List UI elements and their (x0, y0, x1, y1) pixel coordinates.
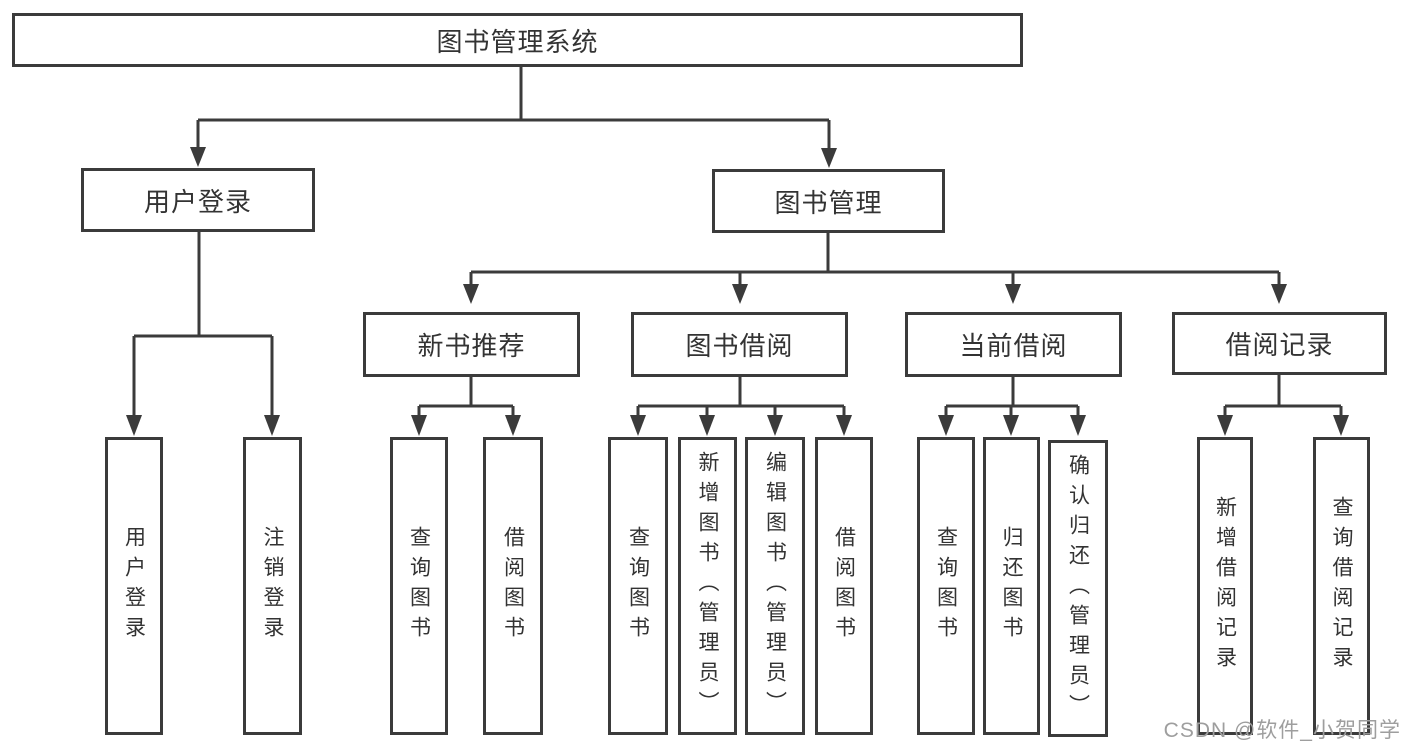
leaf-logout: 注销登录 (243, 437, 302, 735)
node-new-book-recommendation: 新书推荐 (363, 312, 580, 377)
watermark: CSDN @软件_小贺同学 (1163, 719, 1401, 742)
node-book-borrowing: 图书借阅 (631, 312, 848, 377)
node-current-borrowing: 当前借阅 (905, 312, 1122, 377)
node-library-management-system: 图书管理系统 (12, 13, 1023, 67)
leaf-label: 查询图书 (407, 526, 431, 646)
leaf-label: 新增图书（管理员） (696, 451, 719, 721)
leaf-borrow-books: 借阅图书 (815, 437, 873, 735)
node-label: 图书管理 (774, 187, 883, 218)
connector-paths (132, 67, 1343, 420)
leaf-label: 新增借阅记录 (1213, 496, 1237, 676)
leaf-borrowing-query-books: 查询图书 (608, 437, 668, 735)
leaf-label: 归还图书 (1000, 526, 1023, 646)
leaf-label: 查询借阅记录 (1330, 496, 1353, 676)
node-label: 图书借阅 (685, 331, 794, 361)
leaf-edit-book-admin: 编辑图书（管理员） (745, 437, 805, 735)
arrowheads (126, 147, 1349, 436)
leaf-add-book-admin: 新增图书（管理员） (678, 437, 737, 735)
leaf-label: 用户登录 (122, 526, 146, 646)
leaf-user-login: 用户登录 (105, 437, 163, 735)
leaf-query-borrow-records: 查询借阅记录 (1313, 437, 1370, 735)
leaf-return-books: 归还图书 (983, 437, 1040, 735)
leaf-current-query-books: 查询图书 (917, 437, 975, 735)
leaf-label: 查询图书 (934, 526, 958, 646)
leaf-label: 查询图书 (626, 526, 650, 646)
node-label: 借阅记录 (1225, 330, 1334, 360)
leaf-recommend-borrow-books: 借阅图书 (483, 437, 543, 735)
node-borrowing-records: 借阅记录 (1172, 312, 1387, 375)
node-label: 新书推荐 (417, 331, 526, 361)
node-label: 当前借阅 (959, 331, 1068, 361)
node-user-login: 用户登录 (81, 168, 315, 232)
leaf-label: 编辑图书（管理员） (763, 451, 787, 721)
leaf-add-borrow-record: 新增借阅记录 (1197, 437, 1253, 735)
leaf-confirm-return-admin: 确认归还（管理员） (1048, 440, 1108, 737)
leaf-label: 确认归还（管理员） (1066, 453, 1090, 724)
leaf-recommend-query-books: 查询图书 (390, 437, 448, 735)
node-label: 图书管理系统 (436, 26, 599, 57)
leaf-label: 借阅图书 (832, 526, 856, 646)
node-book-management: 图书管理 (712, 169, 945, 233)
node-label: 用户登录 (143, 186, 252, 217)
leaf-label: 注销登录 (261, 526, 284, 646)
leaf-label: 借阅图书 (501, 526, 525, 646)
